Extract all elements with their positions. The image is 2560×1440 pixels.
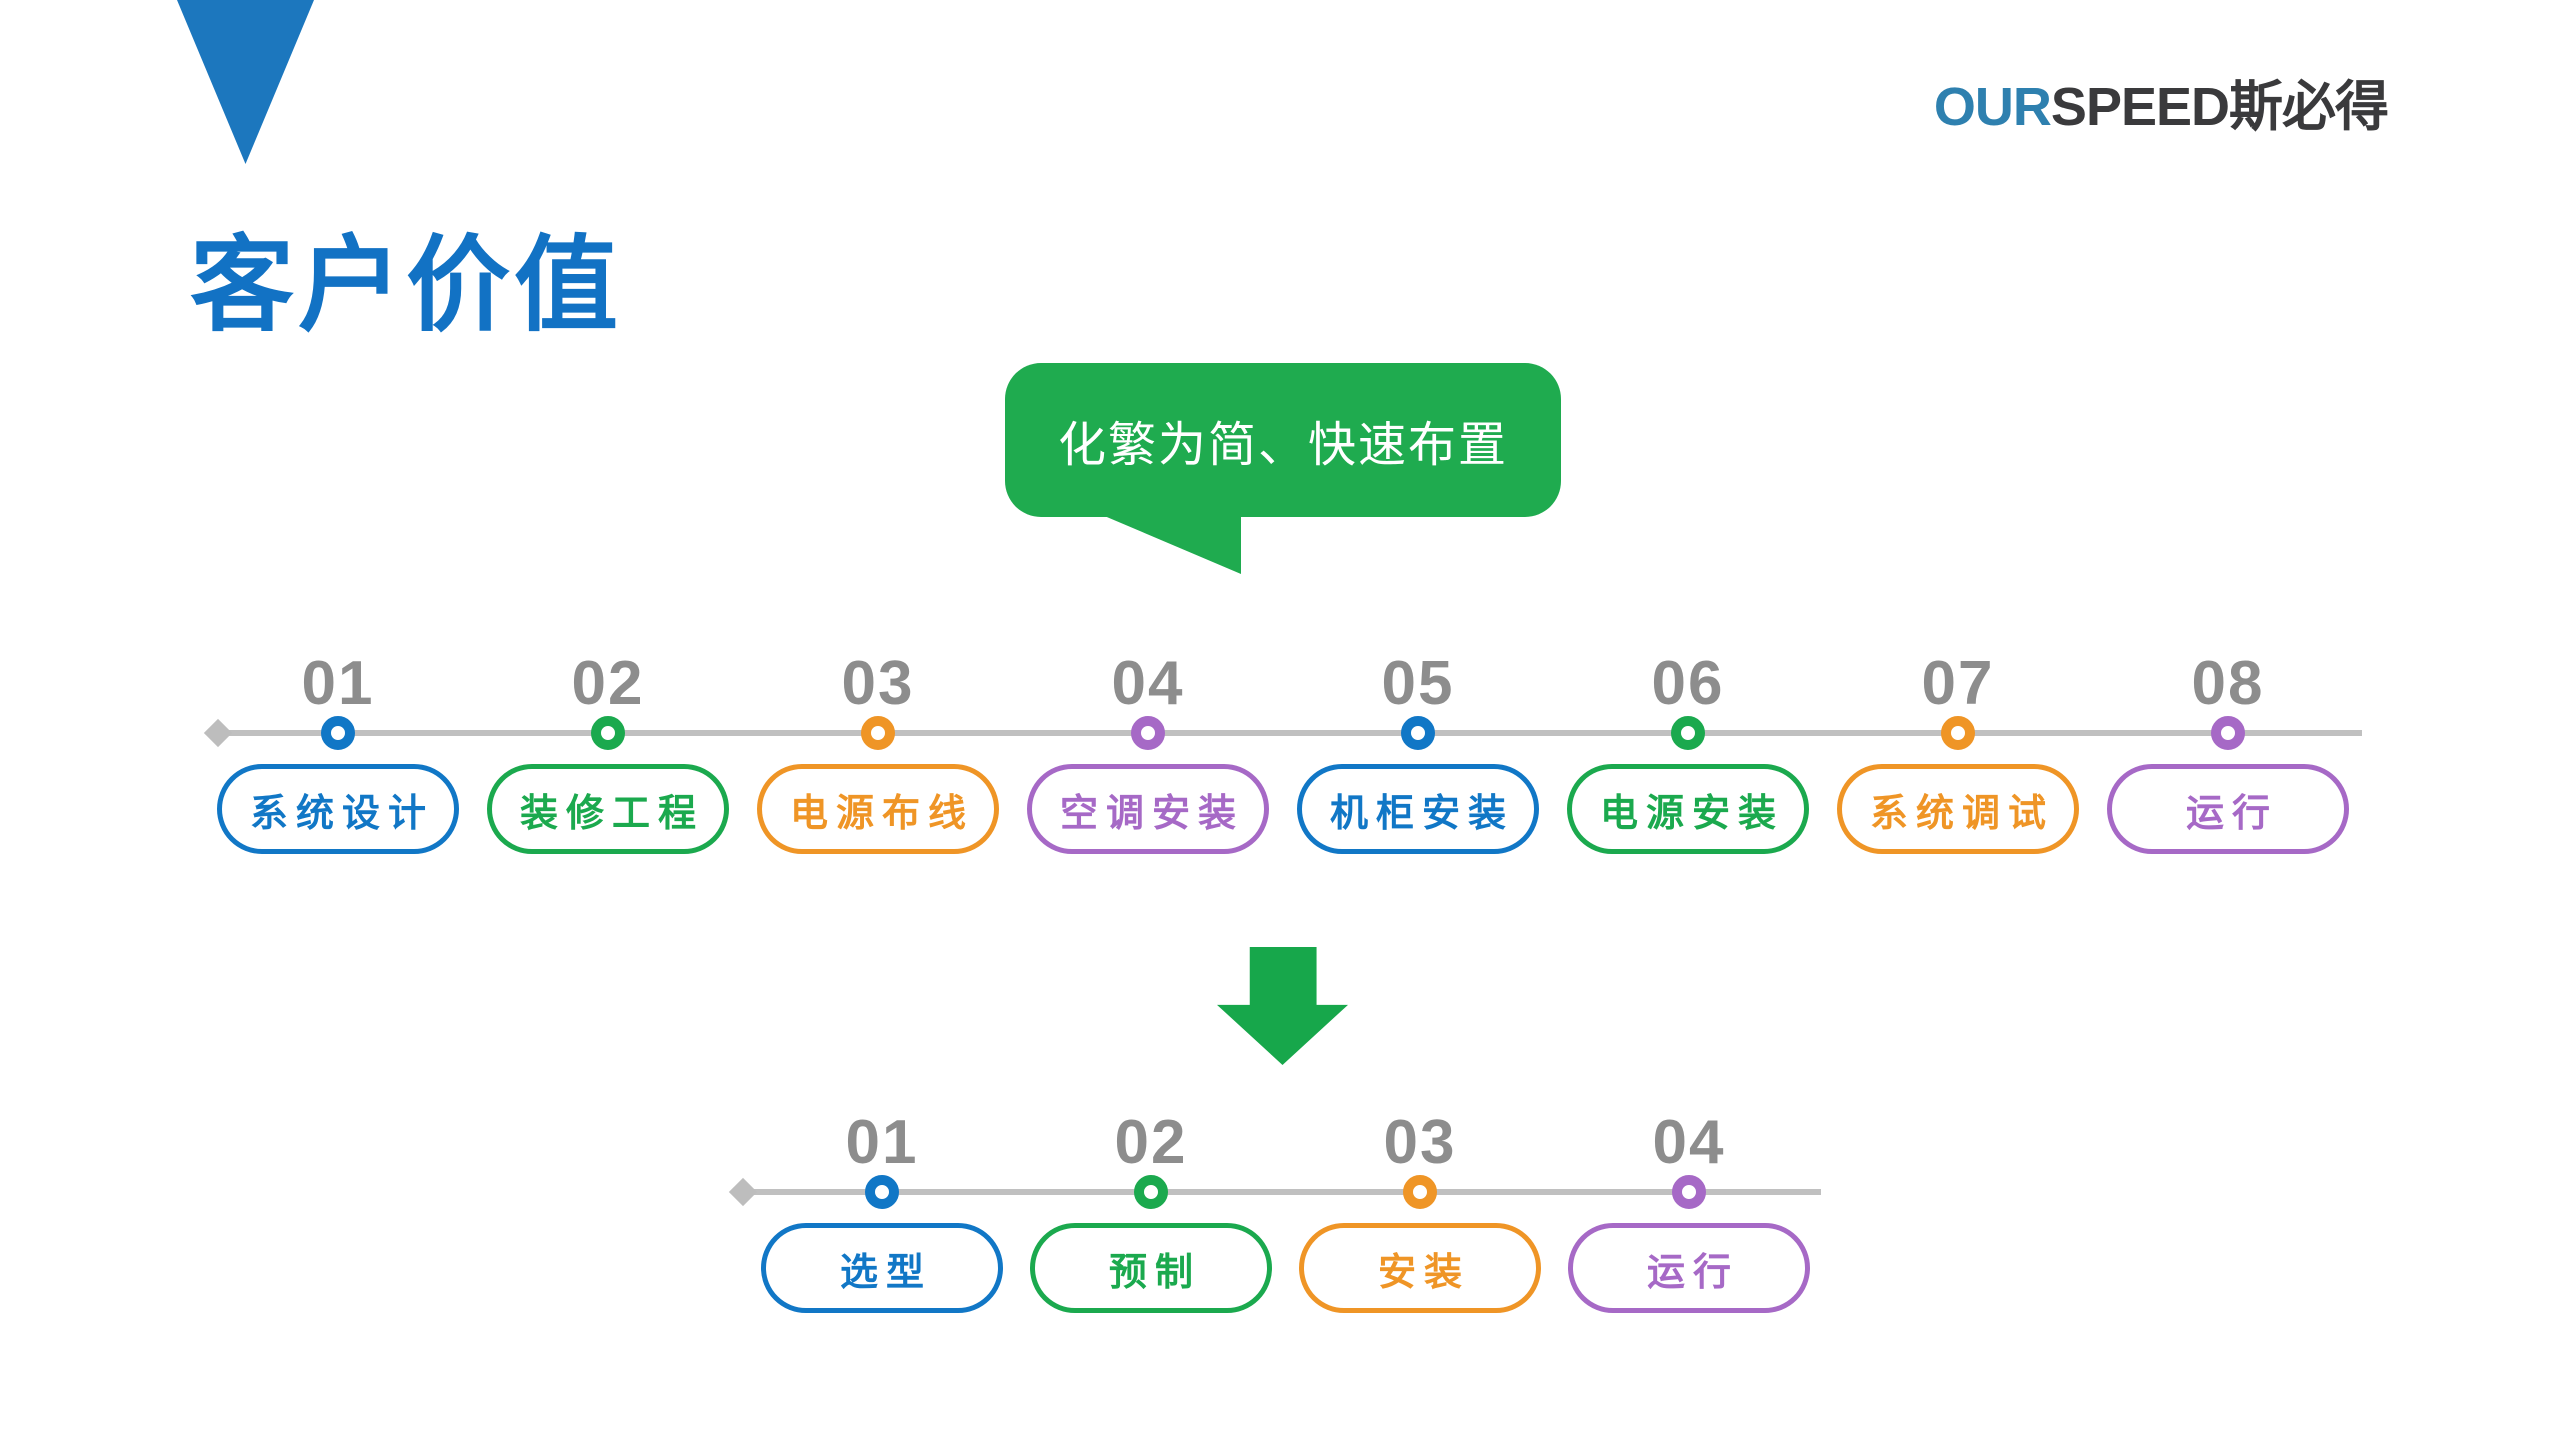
step-label-pill: 系统设计 (217, 764, 459, 854)
step-label-pill: 选型 (761, 1223, 1003, 1313)
timeline-step: 03 安装 (1299, 1108, 1541, 1313)
step-number: 04 (1111, 649, 1185, 718)
step-marker-dot (861, 716, 895, 750)
corner-triangle-decoration (177, 0, 314, 164)
step-marker-dot (321, 716, 355, 750)
step-number: 02 (571, 649, 645, 718)
step-number: 06 (1651, 649, 1725, 718)
step-number: 01 (845, 1108, 919, 1177)
brand-logo-prefix: OUR (1933, 77, 2052, 137)
step-number: 03 (1383, 1108, 1457, 1177)
step-label-pill: 系统调试 (1837, 764, 2079, 854)
step-marker-dot (1941, 716, 1975, 750)
timeline-step: 04 运行 (1568, 1108, 1810, 1313)
step-marker-dot (865, 1175, 899, 1209)
step-marker-dot (2211, 716, 2245, 750)
callout-text: 化繁为简、快速布置 (1057, 419, 1508, 472)
timeline-step: 06 电源安装 (1567, 649, 1809, 854)
step-number: 01 (301, 649, 375, 718)
timeline-step: 08 运行 (2107, 649, 2349, 854)
brand-logo: OURSPEED斯必得 (1933, 62, 2389, 141)
down-arrow (1217, 947, 1348, 1065)
timeline-step: 07 系统调试 (1837, 649, 2079, 854)
step-number: 03 (841, 649, 915, 718)
step-label-pill: 安装 (1299, 1223, 1541, 1313)
step-marker-dot (1131, 716, 1165, 750)
step-number: 07 (1921, 649, 1995, 718)
step-label-pill: 预制 (1030, 1223, 1272, 1313)
step-marker-dot (1403, 1175, 1437, 1209)
timeline-step: 03 电源布线 (757, 649, 999, 854)
timeline-step: 01 选型 (761, 1108, 1003, 1313)
page-title: 客户价值 (190, 228, 623, 344)
step-label-pill: 空调安装 (1027, 764, 1269, 854)
step-label-pill: 运行 (1568, 1223, 1810, 1313)
timeline-step: 02 装修工程 (487, 649, 729, 854)
timeline-step: 04 空调安装 (1027, 649, 1269, 854)
step-number: 05 (1381, 649, 1455, 718)
step-marker-dot (1672, 1175, 1706, 1209)
callout-bubble-tail (1095, 512, 1241, 574)
step-marker-dot (1401, 716, 1435, 750)
step-label-pill: 电源布线 (757, 764, 999, 854)
step-label-pill: 运行 (2107, 764, 2349, 854)
timeline-step: 01 系统设计 (217, 649, 459, 854)
timeline-bottom-start-diamond (728, 1177, 758, 1207)
timeline-step: 05 机柜安装 (1297, 649, 1539, 854)
step-label-pill: 装修工程 (487, 764, 729, 854)
timeline-step: 02 预制 (1030, 1108, 1272, 1313)
step-number: 08 (2191, 649, 2265, 718)
step-marker-dot (1671, 716, 1705, 750)
callout-bubble: 化繁为简、快速布置 (1005, 363, 1561, 517)
timeline-top-line (218, 730, 2362, 736)
timeline-bottom-line (743, 1189, 1821, 1195)
step-label-pill: 机柜安装 (1297, 764, 1539, 854)
step-label-pill: 电源安装 (1567, 764, 1809, 854)
step-marker-dot (591, 716, 625, 750)
step-number: 02 (1114, 1108, 1188, 1177)
step-marker-dot (1134, 1175, 1168, 1209)
step-number: 04 (1652, 1108, 1726, 1177)
brand-logo-suffix: SPEED斯必得 (2050, 77, 2389, 137)
